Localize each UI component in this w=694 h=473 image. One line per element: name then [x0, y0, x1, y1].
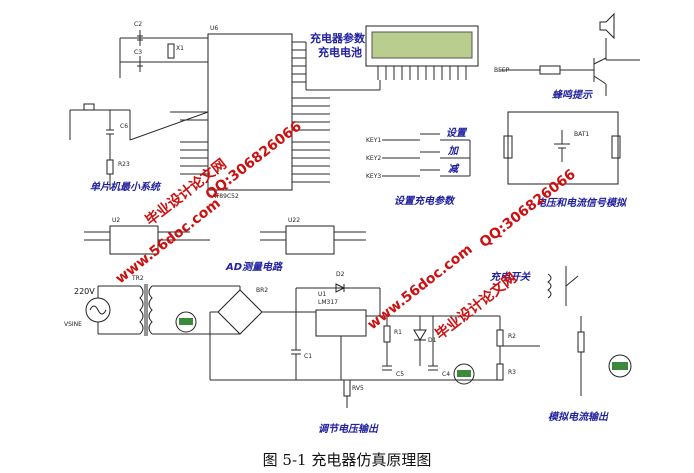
key-sub-label: 减: [448, 163, 460, 175]
u22-chip: [285, 225, 335, 255]
u6-label: U6: [210, 25, 218, 32]
tr2-label: TR2: [131, 275, 144, 282]
c3-label: C3: [134, 49, 142, 56]
power-section: 220V VSINE TR2 BR2 U1 LM317 D2: [64, 271, 540, 435]
d1-label: D1: [428, 337, 437, 344]
br2-label: BR2: [256, 287, 268, 294]
r3-label: R3: [508, 369, 516, 376]
key3-label: KEY3: [366, 173, 381, 180]
u2-label: U2: [112, 217, 120, 224]
r2-label: R2: [508, 333, 516, 340]
switch-title: 充电开关: [490, 271, 531, 283]
sim-title: 电压和电流信号模拟: [536, 197, 628, 209]
x1-label: X1: [176, 45, 184, 52]
figure-caption: 图 5-1 充电器仿真原理图: [262, 451, 432, 469]
transformer-tr2: [139, 285, 153, 335]
r1-label: R1: [394, 329, 402, 336]
c4-label: C4: [442, 371, 450, 378]
u22-label: U22: [288, 217, 300, 224]
buzzer-title: 蜂鸣提示: [552, 89, 593, 101]
mcu-section: C2 C3 X1 C6 R23 U6 AT89C52: [69, 21, 381, 200]
keys-section: KEY1 KEY2 KEY3 设置 加 减 设置充电参数: [366, 127, 471, 207]
set-title: 设置充电参数: [394, 195, 456, 207]
lcd-section: 充电器参数 充电电池: [310, 25, 479, 80]
ad-title: AD测量电路: [225, 261, 283, 273]
rv5-label: RV5: [352, 385, 364, 392]
ad-section: U2 U22 AD测量电路: [84, 217, 366, 273]
sim-section: BAT1 电压和电流信号模拟: [503, 111, 628, 209]
u1-lm317: [315, 309, 367, 337]
buzzer-section: BEEP 蜂鸣提示: [494, 12, 640, 101]
v220-label: 220V: [74, 287, 95, 296]
d2-label: D2: [336, 271, 345, 278]
u1-label: U1: [318, 291, 326, 298]
u1-type: LM317: [318, 299, 338, 306]
lcd-title-2: 充电电池: [318, 45, 362, 59]
bat1-label: BAT1: [574, 131, 589, 138]
speaker-icon: [599, 12, 615, 40]
c6-label: C6: [120, 123, 128, 130]
r23-label: R23: [118, 161, 130, 168]
lcd-title-1: 充电器参数: [310, 31, 366, 45]
switch-section: 充电开关 模拟电流输出: [490, 266, 632, 423]
mcu-title: 单片机最小系统: [90, 181, 162, 193]
beep-label: BEEP: [494, 67, 510, 74]
key2-label: KEY2: [366, 155, 381, 162]
key1-label: KEY1: [366, 137, 381, 144]
vsine-label: VSINE: [64, 321, 82, 328]
u6-subtype: AT89C52: [212, 193, 239, 200]
iout-title: 模拟电流输出: [548, 411, 609, 423]
watermark-5: 毕业设计论文网: [432, 269, 520, 343]
vout-title: 调节电压输出: [318, 423, 379, 435]
c5-label: C5: [396, 371, 404, 378]
watermark-group: 毕业设计论文网 www.56doc.com QQ:306826066 www.5…: [113, 118, 579, 343]
c1-label: C1: [304, 353, 312, 360]
key-add-label: 加: [447, 145, 460, 157]
bridge-br2: [217, 289, 263, 335]
key-set-label: 设置: [446, 127, 468, 139]
u2-chip: [109, 225, 159, 255]
c2-label: C2: [134, 21, 142, 28]
